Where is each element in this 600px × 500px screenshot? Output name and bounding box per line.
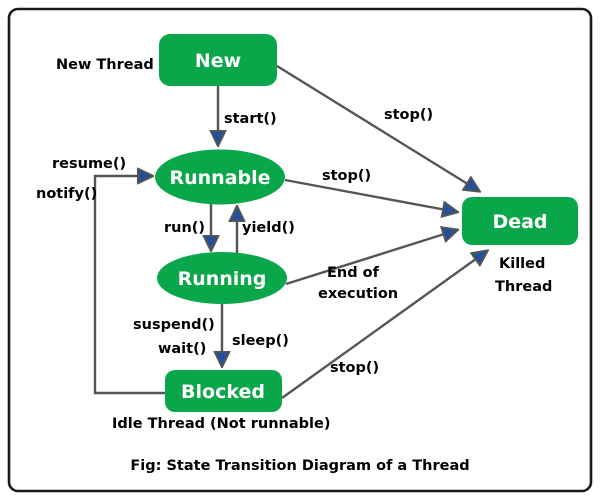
edge-label-stop-new: stop() bbox=[384, 107, 433, 123]
edge-blocked-to-dead bbox=[281, 251, 487, 399]
edge-label-run: run() bbox=[164, 220, 205, 236]
figure-border bbox=[7, 7, 593, 493]
edge-label-notify: notify() bbox=[36, 186, 97, 202]
edge-labels-layer: start() stop() stop() run() yield() End … bbox=[36, 107, 433, 376]
state-running-label: Running bbox=[178, 268, 267, 290]
state-dead-label: Dead bbox=[492, 211, 547, 233]
state-blocked-shape bbox=[165, 370, 282, 412]
edge-runnable-to-dead bbox=[284, 178, 457, 212]
state-dead-shape bbox=[462, 197, 578, 245]
state-runnable-shape bbox=[155, 149, 285, 205]
state-node-new[interactable]: New bbox=[159, 34, 277, 86]
annotations-layer: New Thread Killed Thread Idle Thread (No… bbox=[56, 57, 552, 432]
edge-label-sleep: sleep() bbox=[232, 333, 289, 349]
annotation-idle-thread: Idle Thread (Not runnable) bbox=[112, 416, 330, 432]
edge-blocked-to-runnable bbox=[93, 176, 165, 395]
annotation-killed-line1: Killed bbox=[499, 256, 545, 272]
edge-label-yield: yield() bbox=[242, 220, 295, 236]
edge-label-suspend: suspend() bbox=[133, 317, 215, 333]
annotation-killed-line2: Thread bbox=[495, 279, 552, 295]
state-node-dead[interactable]: Dead bbox=[462, 197, 578, 245]
state-new-label: New bbox=[195, 50, 241, 72]
state-node-blocked[interactable]: Blocked bbox=[165, 370, 282, 412]
edge-new-to-dead bbox=[276, 64, 479, 191]
edge-label-end-of-execution-line1: End of bbox=[327, 265, 380, 281]
edge-running-to-dead bbox=[285, 230, 457, 286]
figure-caption: Fig: State Transition Diagram of a Threa… bbox=[130, 458, 469, 474]
edge-label-wait: wait() bbox=[158, 341, 206, 357]
state-runnable-label: Runnable bbox=[169, 167, 270, 189]
state-running-shape bbox=[157, 252, 287, 304]
edge-label-resume: resume() bbox=[52, 156, 126, 172]
edge-label-stop-runnable: stop() bbox=[322, 168, 371, 184]
edge-label-stop-blocked: stop() bbox=[330, 360, 379, 376]
state-new-shape bbox=[159, 34, 277, 86]
edges-layer bbox=[93, 64, 487, 399]
state-blocked-label: Blocked bbox=[181, 381, 265, 403]
state-node-runnable[interactable]: Runnable bbox=[155, 149, 285, 205]
annotation-new-thread: New Thread bbox=[56, 57, 154, 73]
edge-label-end-of-execution-line2: execution bbox=[318, 286, 398, 302]
state-node-running[interactable]: Running bbox=[157, 252, 287, 304]
edge-label-start: start() bbox=[224, 111, 277, 127]
nodes-layer: New Runnable Running Blocked Dead bbox=[155, 34, 578, 412]
